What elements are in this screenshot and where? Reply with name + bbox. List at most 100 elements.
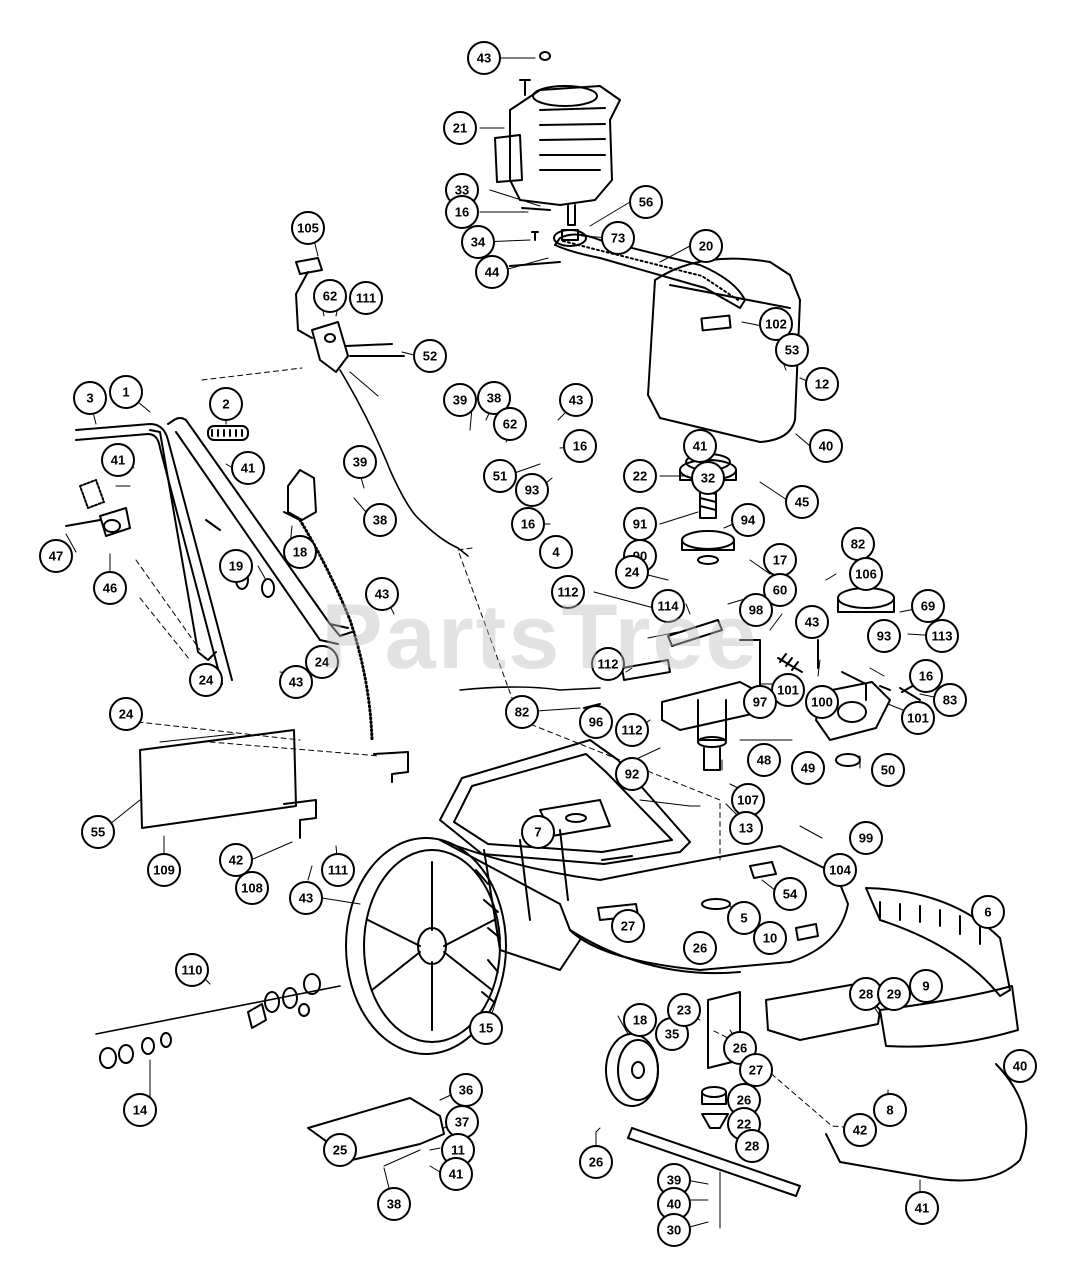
callout-label: 11 bbox=[451, 1143, 465, 1158]
callout-46: 46 bbox=[93, 571, 127, 605]
callout-40: 40 bbox=[809, 429, 843, 463]
callout-label: 99 bbox=[859, 831, 873, 846]
callout-15: 15 bbox=[469, 1011, 503, 1045]
callout-label: 83 bbox=[943, 693, 957, 708]
callout-97: 97 bbox=[743, 685, 777, 719]
callout-circle bbox=[81, 815, 115, 849]
callout-circle bbox=[305, 645, 339, 679]
callout-label: 42 bbox=[229, 853, 243, 868]
callout-label: 24 bbox=[625, 565, 640, 580]
callout-label: 110 bbox=[182, 963, 203, 978]
blade-drawing bbox=[627, 1127, 801, 1197]
callout-circle bbox=[477, 381, 511, 415]
callout-label: 18 bbox=[293, 545, 307, 560]
callout-43: 43 bbox=[289, 881, 323, 915]
callout-label: 62 bbox=[503, 417, 517, 432]
callout-38: 38 bbox=[363, 503, 397, 537]
callout-label: 111 bbox=[328, 863, 348, 878]
guard-rod-drawing bbox=[825, 1063, 1028, 1182]
callout-label: 26 bbox=[693, 941, 707, 956]
callout-label: 92 bbox=[625, 767, 639, 782]
callout-circle bbox=[911, 589, 945, 623]
engine-drawing bbox=[494, 51, 621, 226]
callout-circle bbox=[219, 843, 253, 877]
callout-label: 53 bbox=[785, 343, 799, 358]
callout-circle bbox=[283, 535, 317, 569]
callout-circle bbox=[475, 255, 509, 289]
callout-label: 41 bbox=[111, 453, 125, 468]
callout-48: 48 bbox=[747, 743, 781, 777]
callout-label: 114 bbox=[658, 599, 680, 614]
callout-23: 23 bbox=[667, 993, 701, 1027]
callout-26: 26 bbox=[579, 1145, 613, 1179]
callout-label: 112 bbox=[558, 585, 579, 600]
callout-9: 9 bbox=[909, 969, 943, 1003]
callout-circle bbox=[909, 969, 943, 1003]
callout-label: 16 bbox=[919, 669, 933, 684]
callout-label: 98 bbox=[749, 603, 763, 618]
callout-label: 101 bbox=[907, 711, 929, 726]
callout-circle bbox=[657, 1213, 691, 1247]
callout-6: 6 bbox=[971, 895, 1005, 929]
callout-circle bbox=[349, 281, 383, 315]
callout-label: 82 bbox=[515, 705, 529, 720]
callout-37: 37 bbox=[445, 1105, 479, 1139]
callout-label: 107 bbox=[737, 793, 759, 808]
callout-label: 26 bbox=[737, 1093, 751, 1108]
callout-91: 91 bbox=[623, 507, 657, 541]
callout-41: 41 bbox=[101, 443, 135, 477]
callout-18: 18 bbox=[283, 535, 317, 569]
callout-label: 104 bbox=[829, 863, 851, 878]
callout-label: 62 bbox=[323, 289, 337, 304]
callout-112: 112 bbox=[551, 575, 585, 609]
callout-label: 43 bbox=[805, 615, 819, 630]
callout-label: 43 bbox=[375, 587, 389, 602]
callout-label: 54 bbox=[783, 887, 798, 902]
callout-circle bbox=[343, 445, 377, 479]
belt-cover-drawing bbox=[647, 257, 801, 443]
callout-43: 43 bbox=[365, 577, 399, 611]
callout-circle bbox=[551, 575, 585, 609]
callout-40: 40 bbox=[1003, 1049, 1037, 1083]
callout-circle bbox=[849, 821, 883, 855]
callout-12: 12 bbox=[805, 367, 839, 401]
callout-51: 51 bbox=[483, 459, 517, 493]
callout-circle bbox=[109, 375, 143, 409]
callout-label: 29 bbox=[887, 987, 901, 1002]
callout-label: 39 bbox=[353, 455, 367, 470]
callout-29: 29 bbox=[877, 977, 911, 1011]
callout-24: 24 bbox=[615, 555, 649, 589]
callout-93: 93 bbox=[515, 473, 549, 507]
frame-drawing bbox=[439, 739, 691, 971]
callout-label: 112 bbox=[598, 657, 619, 672]
callout-30: 30 bbox=[657, 1213, 691, 1247]
callout-circle bbox=[123, 1093, 157, 1127]
callout-98: 98 bbox=[739, 593, 773, 627]
callout-2: 2 bbox=[209, 387, 243, 421]
callout-43: 43 bbox=[467, 41, 501, 75]
callout-circle bbox=[321, 853, 355, 887]
callout-circle bbox=[925, 619, 959, 653]
callout-label: 28 bbox=[745, 1139, 759, 1154]
callout-106: 106 bbox=[849, 557, 883, 591]
callout-label: 93 bbox=[877, 629, 891, 644]
callout-8: 8 bbox=[873, 1093, 907, 1127]
callout-label: 82 bbox=[851, 537, 865, 552]
callout-label: 38 bbox=[387, 1197, 401, 1212]
callout-circle bbox=[759, 307, 793, 341]
callout-label: 8 bbox=[886, 1103, 893, 1118]
callout-circle bbox=[651, 589, 685, 623]
callout-label: 41 bbox=[449, 1167, 463, 1182]
callout-label: 111 bbox=[356, 291, 376, 306]
callout-105: 105 bbox=[291, 211, 325, 245]
callout-label: 23 bbox=[677, 1003, 691, 1018]
callout-circle bbox=[691, 461, 725, 495]
callout-label: 15 bbox=[479, 1021, 493, 1036]
callout-112: 112 bbox=[615, 713, 649, 747]
rear-wheel-drawing bbox=[345, 837, 507, 1055]
callout-label: 52 bbox=[423, 349, 437, 364]
callout-circle bbox=[539, 535, 573, 569]
callout-label: 40 bbox=[667, 1197, 681, 1212]
callout-circle bbox=[219, 549, 253, 583]
